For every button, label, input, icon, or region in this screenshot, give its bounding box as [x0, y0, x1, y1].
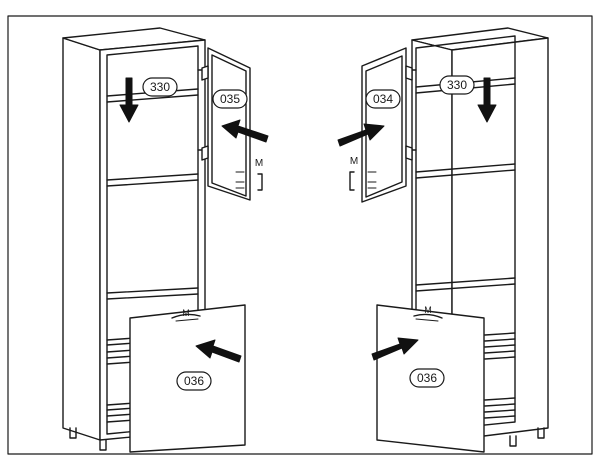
arrow-icon [337, 123, 385, 147]
left-leg-2 [99, 439, 107, 451]
right-door-label-bubble [365, 89, 401, 109]
left-front-label-bubble [176, 371, 212, 391]
right-front-part-label: 036 [417, 371, 437, 385]
left-shelf-label-bubble [142, 77, 178, 97]
hinge-icon [197, 145, 209, 161]
left-shelf-depth-label: 330 [150, 80, 170, 94]
right-shelf-3 [415, 277, 516, 286]
hinge-icon [405, 145, 417, 161]
right-cabinet-inner [415, 35, 516, 433]
handle-icon [257, 173, 263, 191]
right-shelf-label-bubble [439, 75, 475, 95]
handle-icon [349, 171, 355, 191]
left-drawer-rails-lower [106, 402, 136, 423]
left-front-handle-mark: M [182, 308, 190, 318]
arrows [119, 77, 497, 363]
hinge-icon [197, 65, 209, 81]
right-shelf-2 [415, 163, 516, 173]
arrow-icon [477, 77, 497, 123]
left-shelf-2 [106, 173, 199, 181]
right-leg-2 [509, 435, 517, 447]
arrow-icon [371, 337, 419, 361]
arrow-icon [195, 339, 242, 363]
right-door-part-label: 034 [373, 92, 393, 106]
diagram-frame [7, 15, 593, 455]
left-cabinet-side-panel [62, 37, 101, 441]
hinge-icon [405, 65, 417, 81]
right-door-handle-mark: M [350, 156, 358, 167]
right-drawer-rails-upper [484, 332, 516, 360]
handle-icon [171, 313, 201, 319]
right-front-handle-mark: M [424, 305, 432, 315]
left-shelf-3 [106, 287, 199, 294]
left-door-handle-mark: M [255, 158, 263, 169]
right-shelf-depth-label: 330 [447, 78, 467, 92]
right-front-label-bubble [409, 368, 445, 388]
left-front-part-label: 036 [184, 374, 204, 388]
handle-icon [413, 313, 443, 319]
right-door-034 [361, 47, 407, 203]
left-door-label-bubble [212, 89, 248, 109]
right-leg-3 [537, 427, 545, 439]
left-leg-1 [69, 427, 77, 439]
arrow-icon [119, 77, 139, 123]
left-door-part-label: 035 [220, 92, 240, 106]
right-drawer-rails-lower [484, 397, 516, 419]
arrow-icon [221, 119, 269, 143]
left-drawer-rails-upper [106, 337, 136, 365]
